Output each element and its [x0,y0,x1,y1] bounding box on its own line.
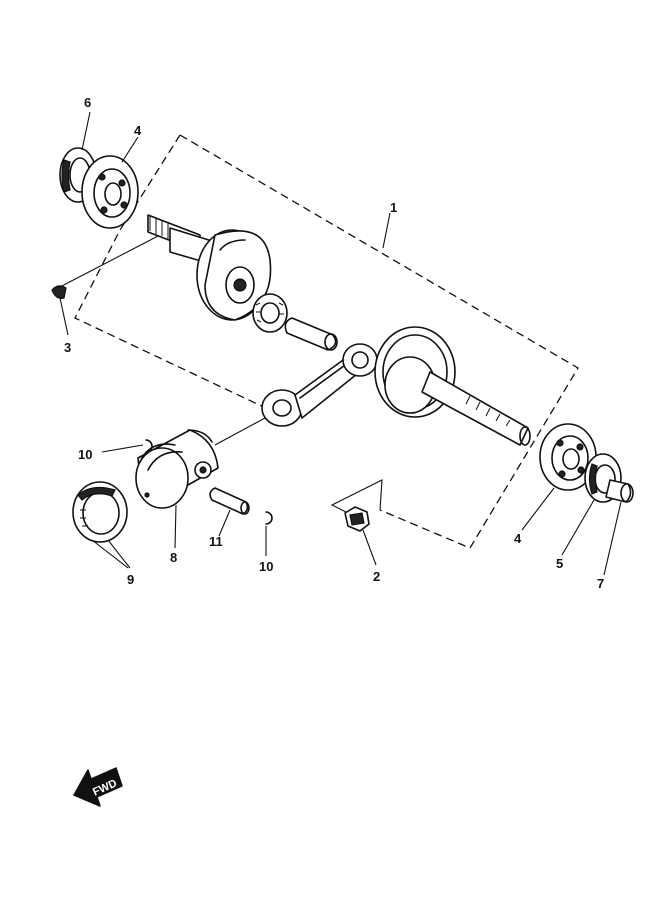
crankshaft-assembly-outline [74,134,579,549]
connecting-rod [261,343,378,427]
callout-3: 3 [64,340,71,355]
callout-9: 9 [127,572,134,587]
callout-10-upper: 10 [78,447,92,462]
callout-2: 2 [373,569,380,584]
callout-labels: 1 2 3 4 4 5 6 7 8 9 10 10 11 [64,95,604,591]
callout-10-lower: 10 [259,559,273,574]
woodruff-key [51,234,161,336]
piston-pin-clip-upper [145,439,153,453]
crankshaft-nut [344,506,370,532]
callout-8: 8 [170,550,177,565]
callout-4-right: 4 [514,531,522,546]
piston [135,417,266,509]
callout-7: 7 [597,576,604,591]
callout-4-left: 4 [134,123,142,138]
piston-pin-clip-lower [265,511,273,525]
callout-5: 5 [556,556,563,571]
crankshaft-right-half [374,326,531,446]
leader-lines [81,111,622,576]
piston-rings [72,481,128,543]
collar [605,479,634,503]
callout-6: 6 [84,95,91,110]
bearing-left [81,155,139,229]
big-end-bearing [252,293,288,333]
callout-1: 1 [390,200,397,215]
fwd-arrow-icon: FWD [73,767,123,807]
crankshaft-left-half [147,214,272,321]
crank-pin [284,317,338,351]
piston-pin [209,487,250,515]
callout-11: 11 [209,534,223,549]
